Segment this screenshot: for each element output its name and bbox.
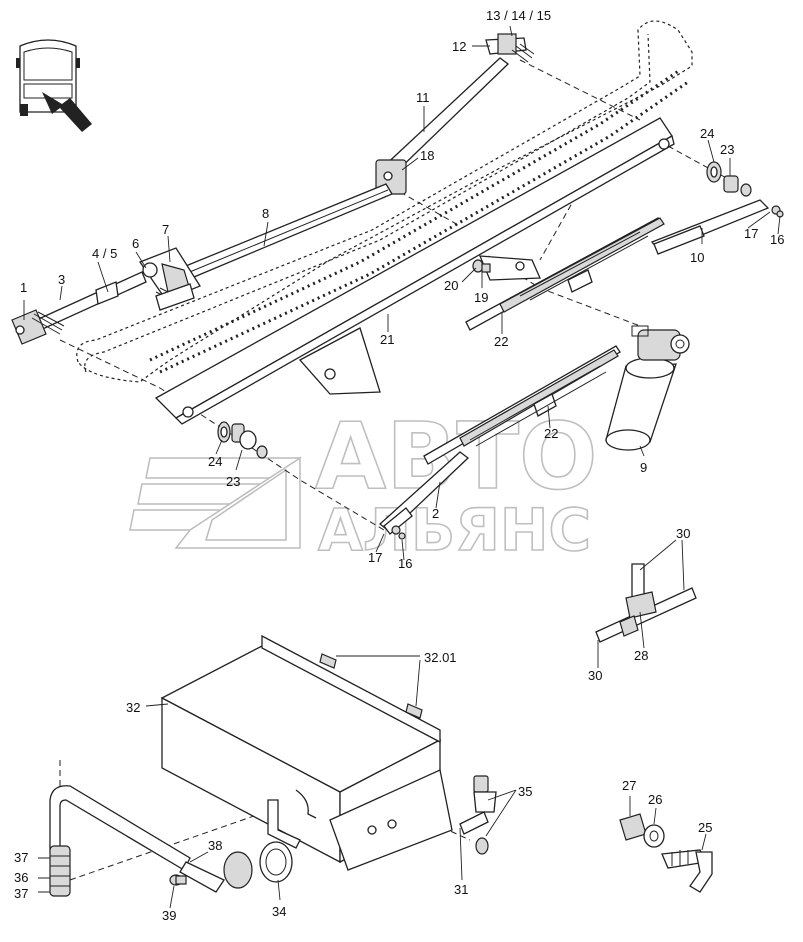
callout-17-left: 17 (368, 550, 382, 565)
watermark-line2: АЛЬЯНС (318, 496, 591, 564)
callout-3: 3 (58, 272, 65, 287)
windscreen-outline (76, 20, 693, 383)
callout-36: 36 (14, 870, 28, 885)
callout-7: 7 (162, 222, 169, 237)
callout-30-bottom: 30 (588, 668, 602, 683)
callout-6: 6 (132, 236, 139, 251)
callout-27: 27 (622, 778, 636, 793)
location-arrow-icon (42, 92, 92, 132)
callout-1: 1 (20, 280, 27, 295)
callout-21: 21 (380, 332, 394, 347)
pivot-bearing-1 (11, 309, 65, 345)
fasteners-left (217, 421, 268, 459)
callout-12: 12 (452, 39, 466, 54)
callout-23-left: 23 (226, 474, 240, 489)
callout-34: 34 (272, 904, 286, 919)
callout-20: 20 (444, 278, 458, 293)
callout-16-left: 16 (398, 556, 412, 571)
wiper-arm-2 (378, 451, 470, 540)
callout-37-bottom: 37 (14, 886, 28, 901)
bus-front-thumbnail (16, 39, 92, 132)
callout-11: 11 (416, 90, 430, 105)
callout-32-01: 32.01 (424, 650, 457, 665)
callout-30-top: 30 (676, 526, 690, 541)
wiper-motor-9 (605, 325, 690, 451)
callout-4-5: 4 / 5 (92, 246, 117, 261)
watermark-logo: АВТО АЛЬЯНС (129, 402, 598, 565)
fasteners-right (706, 161, 752, 197)
callout-9: 9 (640, 460, 647, 475)
mounting-beam-21 (154, 117, 675, 425)
callout-16-right: 16 (770, 232, 784, 247)
wiper-arm-10 (650, 199, 784, 255)
callout-19: 19 (474, 290, 488, 305)
wiper-blade-22-upper (465, 217, 665, 331)
callout-22-upper: 22 (494, 334, 508, 349)
callout-28: 28 (634, 648, 648, 663)
callout-22-lower: 22 (544, 426, 558, 441)
callout-13-14-15: 13 / 14 / 15 (486, 8, 551, 23)
leader-lines (23, 25, 781, 909)
linkage-rod-8 (175, 183, 393, 283)
callout-35: 35 (518, 784, 532, 799)
screw-39 (169, 874, 187, 886)
callout-38: 38 (208, 838, 222, 853)
jet-parts-25-27 (619, 813, 713, 893)
callout-24-left: 24 (208, 454, 222, 469)
washer-tubing (595, 563, 697, 643)
washer-reservoir-32 (160, 634, 453, 871)
pivot-bearing-12 (497, 33, 517, 55)
callout-labels: 1 2 3 4 / 5 6 7 8 9 10 11 12 13 / 14 / 1… (14, 8, 784, 923)
wiper-blade-22-lower (423, 345, 621, 465)
callout-39: 39 (162, 908, 176, 923)
washer-jets (459, 775, 497, 855)
callout-24-right: 24 (700, 126, 714, 141)
callout-8: 8 (262, 206, 269, 221)
watermark-emblem-icon (129, 456, 302, 549)
callout-10: 10 (690, 250, 704, 265)
washer-pump-pipe (49, 785, 317, 897)
callout-23-right: 23 (720, 142, 734, 157)
callout-18: 18 (420, 148, 434, 163)
callout-2: 2 (432, 506, 439, 521)
linkage-rod-11 (375, 33, 535, 195)
callout-25: 25 (698, 820, 712, 835)
callout-37-top: 37 (14, 850, 28, 865)
callout-31: 31 (454, 882, 468, 897)
callout-32: 32 (126, 700, 140, 715)
crank-arm-assembly (139, 247, 201, 311)
callout-17-right: 17 (744, 226, 758, 241)
callout-26: 26 (648, 792, 662, 807)
